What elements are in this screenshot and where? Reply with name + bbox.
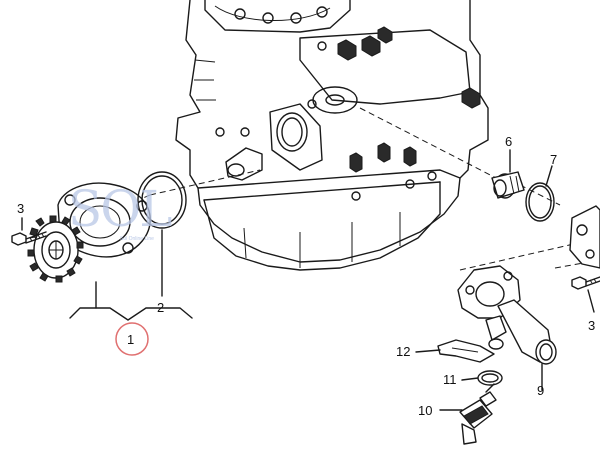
callout-10: 10 [418,403,432,418]
callout-3-left: 3 [17,201,24,216]
watermark-tagline: Sol Online Line [120,236,154,242]
leader-lines [21,149,595,411]
bolt-left [11,231,47,246]
callout-1: 1 [127,332,134,347]
pump-gasket-ring [137,171,187,229]
watermark-logo: SOL Sol Online Line [68,180,173,242]
watermark-logo-text: SOL [68,180,171,238]
callout-7: 7 [550,152,557,167]
callout-3-right: 3 [588,318,595,333]
callout-labels: 1 2 3 3 6 7 9 10 11 12 [17,134,595,418]
callout-9: 9 [537,383,544,398]
callout-12: 12 [396,344,410,359]
callout-1-highlight-circle [115,322,149,356]
bolt-right [571,276,600,290]
thermostat [491,171,525,199]
sensor-seal-ring [477,370,503,386]
water-pump [27,182,151,283]
callout-2: 2 [157,300,164,315]
engine-block [175,0,489,271]
callout-6: 6 [505,134,512,149]
thermostat-cover [569,205,600,269]
temperature-sensor [459,383,497,445]
thermostat-o-ring [525,182,555,222]
callout-11: 11 [443,372,457,387]
coolant-flange [457,265,557,365]
retaining-clip [437,339,495,363]
